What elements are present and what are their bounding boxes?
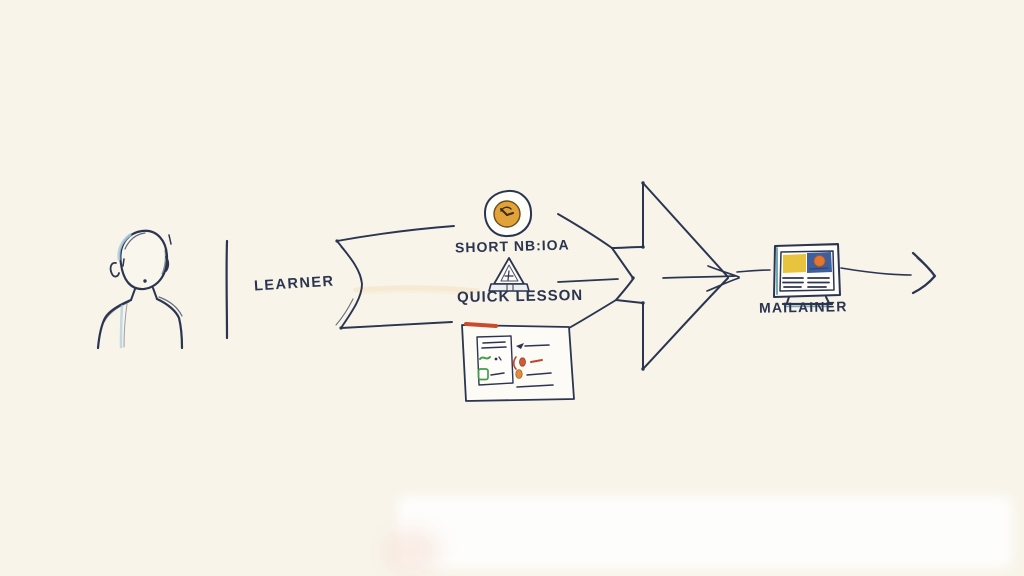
short-media-label: SHORT NB:IOA	[454, 236, 570, 256]
ribbon-banner-shape	[335, 213, 619, 333]
clock-icon	[484, 189, 533, 238]
big-arrow-shape	[611, 181, 740, 371]
quick-lesson-label: QUICK LESSON	[456, 286, 584, 307]
flow-arrow-right	[840, 251, 937, 295]
laptop-icon	[773, 243, 841, 308]
destination-label: MAILAINER	[758, 298, 848, 316]
background-highlight-panel	[398, 496, 1012, 568]
warm-smudge	[353, 285, 481, 296]
pyramid-icon	[488, 257, 530, 292]
worksheet-icon	[461, 322, 575, 402]
person-icon	[96, 229, 184, 350]
background-pink-smudge	[383, 528, 441, 574]
flow-line-left	[736, 269, 771, 273]
